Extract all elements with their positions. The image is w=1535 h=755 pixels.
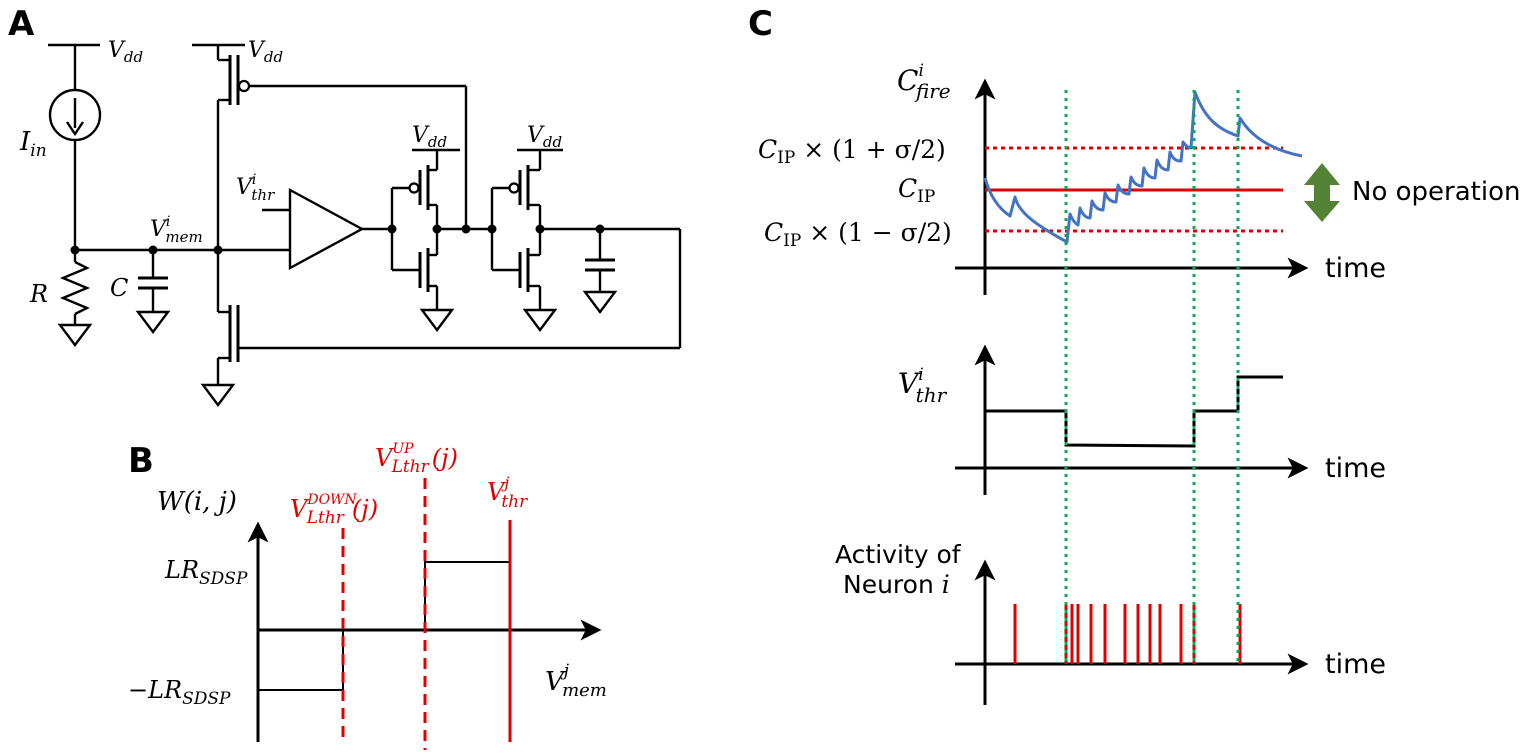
cip-label: CIP — [898, 174, 935, 207]
cfire-trace — [983, 90, 1303, 244]
time-axis-label: time — [1325, 253, 1386, 284]
panel-a-label: A — [8, 4, 35, 44]
vthr-plot — [955, 344, 1309, 495]
spike-train — [1013, 604, 1242, 664]
lr-sdsp-label: LRSDSP — [164, 556, 248, 589]
iin-label: Iin — [19, 127, 47, 161]
time-axis-label: time — [1325, 649, 1386, 680]
ground-icon — [522, 308, 558, 332]
ground-icon — [135, 310, 171, 334]
comparator-icon — [288, 187, 365, 271]
panel-b-plot — [247, 478, 602, 750]
capacitor-label: C — [110, 274, 128, 302]
activity-label-line1: Activity of — [835, 540, 962, 569]
w-ij-label: W(i, j) — [157, 487, 237, 517]
resistor-label: R — [29, 280, 48, 308]
ground-icon — [200, 383, 236, 407]
panel-b-label: B — [128, 441, 154, 481]
activity-label-line2: Neuron i — [843, 570, 950, 599]
time-axis-label: time — [1325, 453, 1386, 484]
neg-lr-sdsp-label: −LRSDSP — [128, 676, 231, 709]
cfire-plot — [955, 78, 1309, 295]
vdd-label: Vdd — [412, 123, 447, 151]
activity-plot — [955, 559, 1309, 705]
ground-icon — [57, 323, 93, 347]
vdd-label: Vdd — [527, 123, 562, 151]
no-operation-label: No operation — [1352, 177, 1520, 207]
double-arrow-icon — [1304, 163, 1340, 222]
circuit-schematic — [48, 43, 682, 407]
cip-lower-label: CIP × (1 − σ/2) — [764, 218, 952, 251]
vdd-label: Vdd — [108, 38, 143, 66]
panel-c-label: C — [748, 4, 773, 44]
resistor-icon — [59, 260, 91, 316]
cip-upper-label: CIP × (1 + σ/2) — [758, 135, 946, 168]
ground-icon — [419, 308, 455, 332]
ground-icon — [582, 290, 618, 314]
vdd-label: Vdd — [248, 38, 283, 66]
